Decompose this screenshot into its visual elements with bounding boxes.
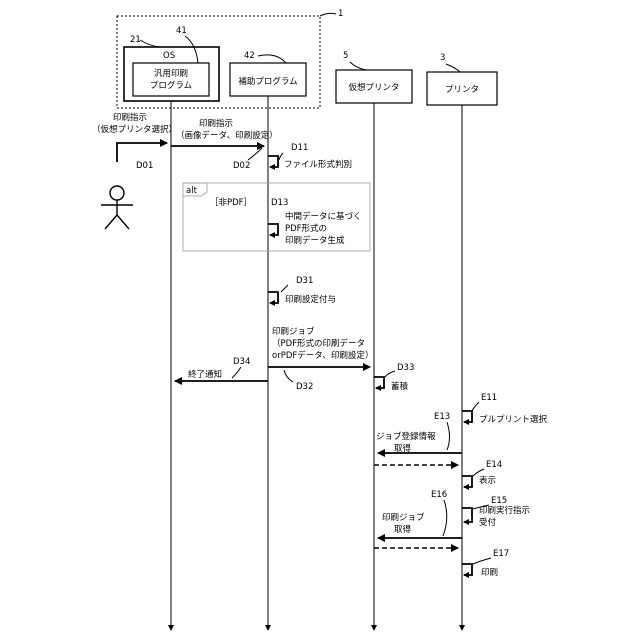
d32-label: D32	[296, 382, 313, 392]
e16-label: E16	[431, 490, 447, 500]
d11-leader	[279, 153, 283, 160]
virtual-printer-ref: 5	[343, 51, 348, 61]
arrow-e15	[462, 508, 472, 522]
e13-leader	[447, 422, 450, 450]
d13-text-2: PDF形式の	[285, 223, 327, 234]
alt-condition: ［非PDF］	[210, 197, 252, 208]
d01-text-2: （仮想プリンタ選択）	[92, 124, 177, 135]
e11-leader	[472, 402, 479, 411]
alt-label: alt	[186, 186, 198, 196]
e11-text: プルプリント選択	[479, 414, 548, 425]
general-print-program-box	[133, 63, 209, 96]
d31-text: 印刷設定付与	[285, 294, 336, 305]
arrow-e17	[462, 564, 472, 575]
system-ref-leader	[320, 13, 336, 16]
e17-leader	[473, 558, 491, 564]
d33-label: D33	[397, 363, 414, 373]
general-print-label-1: 汎用印刷	[154, 68, 188, 79]
printer-ref: 3	[440, 53, 445, 63]
d34-text: 終了通知	[188, 369, 222, 380]
e15-text-2: 受付	[479, 517, 497, 528]
e15-text-1: 印刷実行指示	[479, 505, 530, 516]
d11-label: D11	[291, 143, 308, 153]
printer-ref-leader	[446, 64, 460, 72]
d31-leader	[281, 285, 288, 292]
general-print-ref: 41	[176, 26, 187, 36]
system-ref: 1	[338, 9, 343, 19]
virtual-printer-ref-leader	[350, 62, 366, 70]
arrow-d13	[268, 224, 278, 235]
e14-text: 表示	[479, 475, 496, 486]
d02-text-1: 印刷指示	[199, 118, 233, 129]
aux-program-label: 補助プログラム	[238, 76, 297, 87]
os-label: OS	[163, 51, 175, 61]
d13-text-3: 印刷データ生成	[285, 235, 345, 246]
d02-text-2: （画像データ、印刷設定）	[176, 130, 278, 141]
user-actor	[101, 186, 133, 229]
d01-label: D01	[136, 161, 153, 171]
arrow-d01	[117, 143, 167, 162]
d02-label: D02	[233, 161, 250, 171]
d11-text: ファイル形式判別	[284, 159, 352, 170]
arrow-d33	[374, 377, 384, 388]
e15-label: E15	[491, 496, 507, 506]
arrow-d31	[268, 292, 278, 303]
virtual-printer-label: 仮想プリンタ	[348, 82, 399, 93]
e13-text-1: ジョブ登録情報	[376, 431, 436, 442]
printer-label: プリンタ	[445, 85, 479, 95]
e16-leader	[443, 500, 447, 536]
e13-label: E13	[434, 412, 450, 422]
e14-label: E14	[486, 460, 502, 470]
e16-text-1: 印刷ジョブ	[382, 512, 425, 523]
d34-leader	[232, 367, 241, 378]
aux-ref-leader	[258, 55, 286, 63]
e11-label: E11	[481, 393, 497, 403]
d34-label: D34	[233, 357, 250, 367]
d13-text-1: 中間データに基づく	[285, 211, 362, 222]
e17-text: 印刷	[481, 567, 498, 578]
os-box-ref: 21	[130, 35, 141, 45]
d01-text-1: 印刷指示	[113, 112, 147, 123]
d32-text-2: （PDF形式の印刷データ	[272, 338, 365, 349]
arrow-e11	[462, 411, 472, 422]
e14-leader	[473, 469, 484, 476]
arrow-d11	[268, 156, 278, 167]
d31-label: D31	[296, 276, 313, 286]
e17-label: E17	[493, 549, 509, 559]
d33-text: 蓄積	[391, 381, 409, 392]
general-print-label-2: プログラム	[150, 80, 192, 91]
d02-leader	[248, 148, 262, 160]
aux-program-ref: 42	[244, 51, 255, 61]
d32-text-1: 印刷ジョブ	[272, 326, 315, 337]
arrow-e14	[462, 476, 472, 487]
d32-text-3: orPDFデータ、印刷設定）	[272, 350, 374, 361]
os-ref-leader	[140, 40, 160, 47]
d13-label: D13	[271, 198, 288, 208]
d33-leader	[385, 371, 395, 377]
e16-text-2: 取得	[394, 524, 412, 535]
d32-leader	[284, 370, 293, 382]
